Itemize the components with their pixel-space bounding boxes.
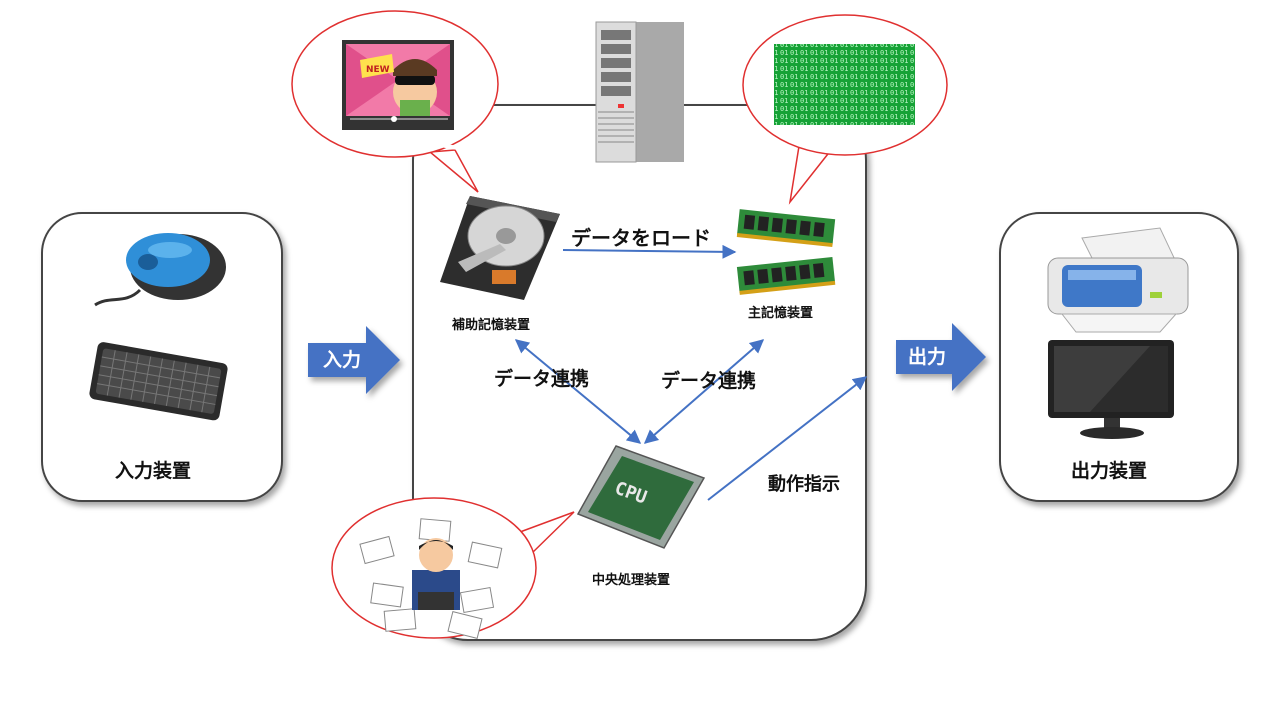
load-arrow xyxy=(562,244,737,259)
input-arrow xyxy=(308,326,400,394)
instruct-arrow xyxy=(707,376,868,501)
memory-speech-bubble xyxy=(742,14,948,205)
input-arrow-label: 入力 xyxy=(323,349,362,371)
memory-label: 主記憶装置 xyxy=(748,306,814,321)
mouse-icon xyxy=(94,233,226,307)
binary-data-icon xyxy=(774,44,915,125)
output-arrow xyxy=(896,323,986,391)
server-tower-icon xyxy=(595,21,684,163)
cpu-speech-bubble xyxy=(331,497,575,639)
busy-worker-icon xyxy=(359,518,503,639)
cpu-label: 中央処理装置 xyxy=(592,573,671,588)
hard-disk-icon xyxy=(440,196,560,300)
keyboard-icon xyxy=(89,342,228,421)
cpu-chip-icon: CPU xyxy=(576,445,706,549)
output-arrow-label: 出力 xyxy=(908,346,947,368)
link-left-label: データ連携 xyxy=(494,368,590,390)
input-device-label: 入力装置 xyxy=(115,460,192,482)
printer-icon xyxy=(1047,227,1189,333)
load-label: データをロード xyxy=(571,226,711,250)
video-player-icon: NEW xyxy=(342,40,454,130)
monitor-icon xyxy=(1048,340,1174,439)
storage-label: 補助記憶装置 xyxy=(452,318,531,333)
storage-speech-bubble: NEW xyxy=(291,10,499,193)
output-device-group xyxy=(999,212,1239,502)
output-device-label: 出力装置 xyxy=(1071,460,1148,482)
storage-cpu-arrow xyxy=(514,339,642,444)
svg-text:NEW: NEW xyxy=(366,65,390,75)
memory-cpu-arrow xyxy=(643,339,765,444)
instruct-label: 動作指示 xyxy=(768,474,840,495)
memory-module-icon xyxy=(736,209,836,295)
link-right-label: データ連携 xyxy=(661,370,757,392)
input-device-group xyxy=(41,212,283,502)
